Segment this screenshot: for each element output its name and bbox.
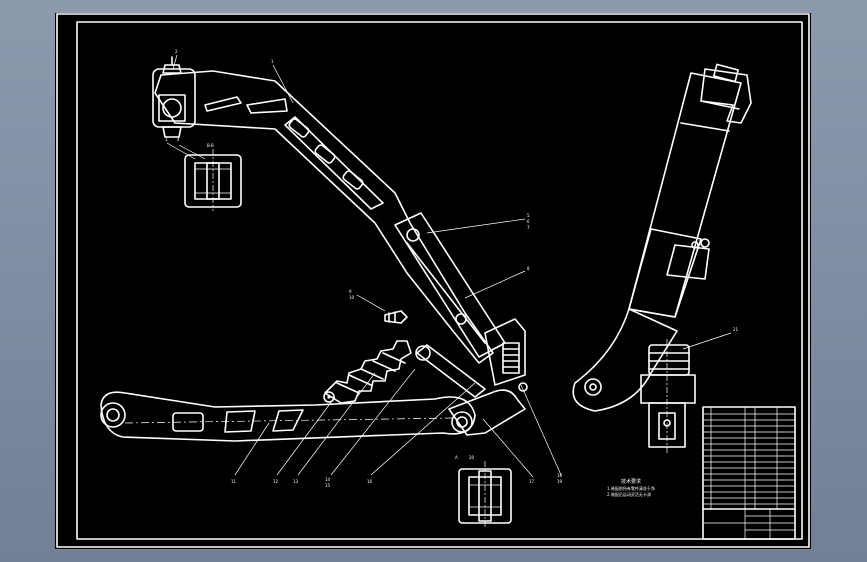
drawing-frame <box>56 13 810 548</box>
rocker-link <box>415 344 526 436</box>
callout-16: 16 <box>367 479 373 484</box>
callout-15: 15 <box>325 483 331 488</box>
leader-lines <box>166 54 732 478</box>
section-view-bb <box>184 149 242 211</box>
lower-link <box>100 391 476 442</box>
title-block <box>702 406 796 540</box>
actuator-cylinder <box>394 212 528 392</box>
callout-1: 1 <box>271 59 274 64</box>
main-arm-assembly <box>100 56 528 442</box>
callout-20: 20 <box>469 455 475 460</box>
callout-labels: A B-B 1 2 3 4 5 6 7 8 9 10 11 12 13 14 1… <box>165 49 739 488</box>
callout-view-a: A <box>455 455 458 460</box>
callout-10: 10 <box>349 295 355 300</box>
callout-9: 9 <box>349 289 352 294</box>
callout-12: 12 <box>273 479 279 484</box>
callout-3: 3 <box>165 137 168 142</box>
spring-damper <box>323 340 412 404</box>
callout-6: 6 <box>527 219 530 224</box>
callout-7: 7 <box>527 225 530 230</box>
callout-21: 21 <box>733 327 739 332</box>
technical-notes: 技术要求 1.装配前所有零件清洗干净 2.装配后运动灵活无卡滞 <box>607 478 655 497</box>
callout-8: 8 <box>527 266 530 271</box>
callout-17: 17 <box>529 479 535 484</box>
callout-19: 19 <box>557 479 563 484</box>
callout-4: 4 <box>177 137 180 142</box>
bom-rows <box>703 407 795 509</box>
callout-13: 13 <box>293 479 299 484</box>
cad-viewport[interactable]: A B-B 1 2 3 4 5 6 7 8 9 10 11 12 13 14 1… <box>55 13 811 549</box>
callout-11: 11 <box>231 479 237 484</box>
notes-heading: 技术要求 <box>621 478 641 485</box>
side-view-arm <box>572 63 752 453</box>
callout-5: 5 <box>527 213 530 218</box>
callout-18: 18 <box>557 473 563 478</box>
upper-arm <box>152 56 494 364</box>
notes-line-2: 2.装配后运动灵活无卡滞 <box>607 491 651 497</box>
callout-2: 2 <box>175 49 178 54</box>
callout-section-bb: B-B <box>207 143 214 148</box>
callout-14: 14 <box>325 477 331 482</box>
notes-line-1: 1.装配前所有零件清洗干净 <box>607 485 655 491</box>
assembly-drawing: A B-B 1 2 3 4 5 6 7 8 9 10 11 12 13 14 1… <box>56 13 810 548</box>
pin-detail <box>384 310 408 324</box>
section-view-a <box>458 461 512 529</box>
